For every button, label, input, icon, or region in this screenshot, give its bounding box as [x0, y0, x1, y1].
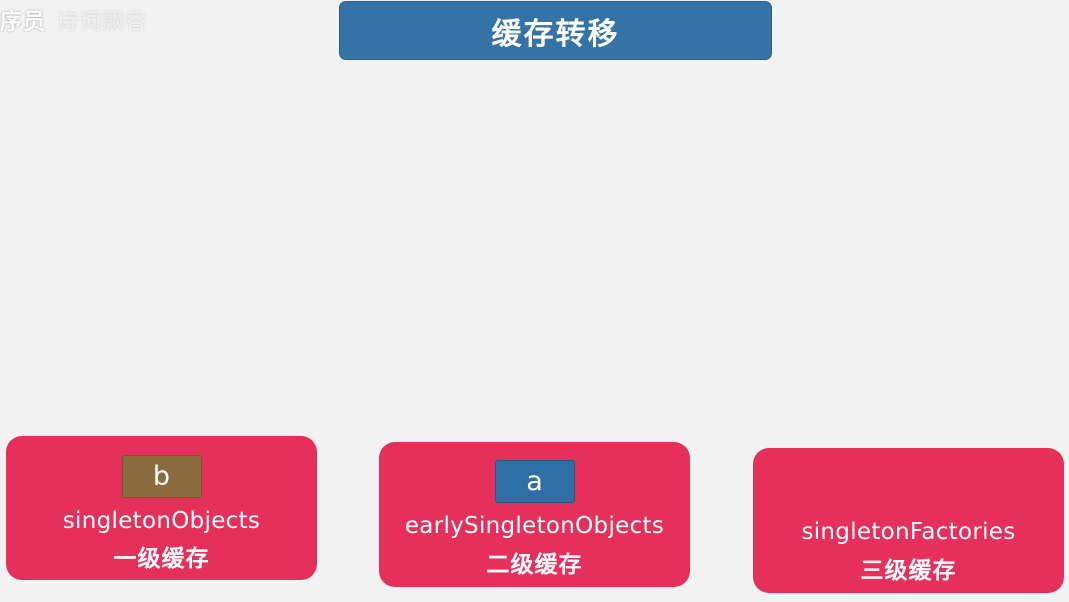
- watermark: 序员诗词飘香: [0, 4, 148, 36]
- cache-level-second: 二级缓存: [486, 552, 583, 578]
- diagram-title-text: 缓存转移: [491, 16, 620, 52]
- first-level-cache-box: b singletonObjects 一级缓存: [6, 436, 317, 580]
- bean-b: b: [121, 455, 202, 498]
- diagram-title: 缓存转移: [339, 1, 772, 60]
- cache-name-singleton-objects: singletonObjects: [62, 508, 261, 534]
- cache-name-early-singleton-objects: earlySingletonObjects: [404, 513, 665, 539]
- second-level-cache-box: a earlySingletonObjects 二级缓存: [379, 442, 690, 587]
- third-level-cache-box: singletonFactories 三级缓存: [753, 448, 1064, 593]
- cache-level-third: 三级缓存: [860, 558, 957, 584]
- cache-name-singleton-factories: singletonFactories: [801, 519, 1016, 545]
- watermark-text: 序员: [0, 10, 47, 35]
- bean-a: a: [494, 460, 575, 503]
- watermark-faint-text: 诗词飘香: [56, 10, 149, 35]
- cache-level-first: 一级缓存: [113, 546, 210, 572]
